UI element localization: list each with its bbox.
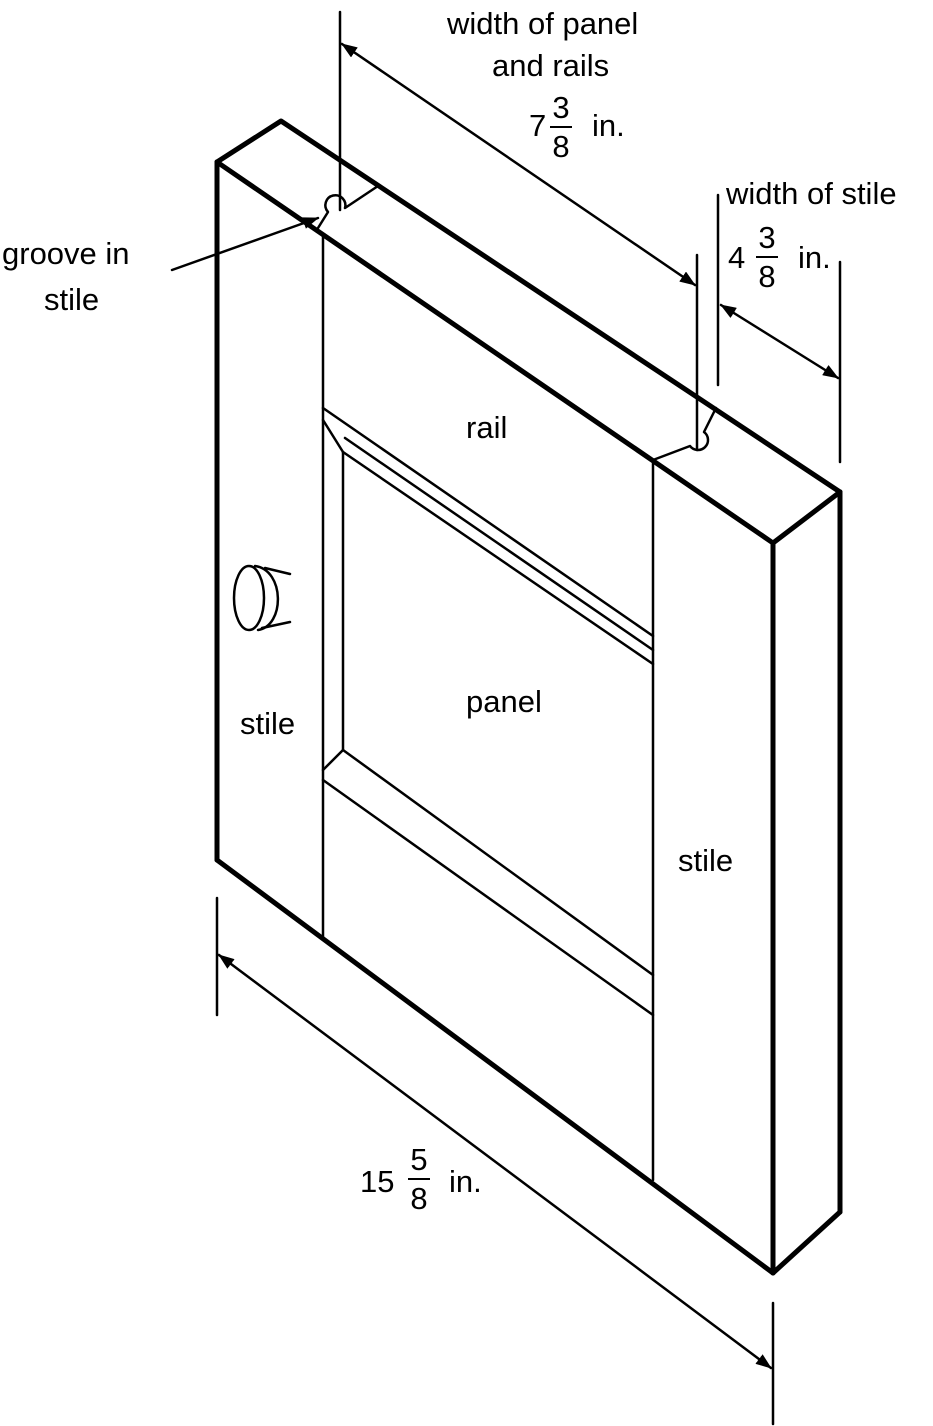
stile-width-denominator: 8 [758,259,776,294]
stile-width-title: width of stile [726,176,897,211]
bottom-dimension-unit: in. [449,1164,482,1199]
fraction-bar [756,256,778,258]
stile-width-whole: 4 [728,240,746,275]
top-width-arrow [340,42,697,287]
bottom-dimension-whole: 15 [360,1164,395,1199]
bottom-dimension-denominator: 8 [410,1181,428,1216]
groove-label-line1: groove in [2,236,130,271]
left-stile-label: stile [240,706,296,741]
top-dimension-label-line1: width of panel [447,6,639,41]
stile-width-unit: in. [798,240,831,275]
dimension-arrows [170,42,840,1370]
stile-width-fraction: 3 8 [756,222,778,292]
panel-label: panel [466,684,542,719]
dowel-hole [232,564,292,632]
top-dimension-denominator: 8 [552,129,570,164]
top-dimension-unit: in. [592,108,625,143]
right-stile-label: stile [678,843,734,878]
bottom-dimension-fraction: 5 8 [408,1144,430,1214]
fraction-bar [550,126,572,128]
top-dimension-whole: 7 [529,108,547,143]
stile-width-arrow [719,303,840,380]
groove-label-line2: stile [44,282,100,317]
groove-pointer-arrow [170,216,320,272]
top-dimension-fraction: 3 8 [550,92,572,162]
inner-structure [316,184,718,1182]
dimension-lines [215,10,842,1426]
stile-width-numerator: 3 [758,220,776,255]
fraction-bar [408,1178,430,1180]
bottom-width-arrow [217,953,773,1370]
top-dimension-numerator: 3 [552,90,570,125]
rail-label: rail [466,410,508,445]
top-dimension-label-line2: and rails [492,48,610,83]
bottom-dimension-numerator: 5 [410,1142,428,1177]
